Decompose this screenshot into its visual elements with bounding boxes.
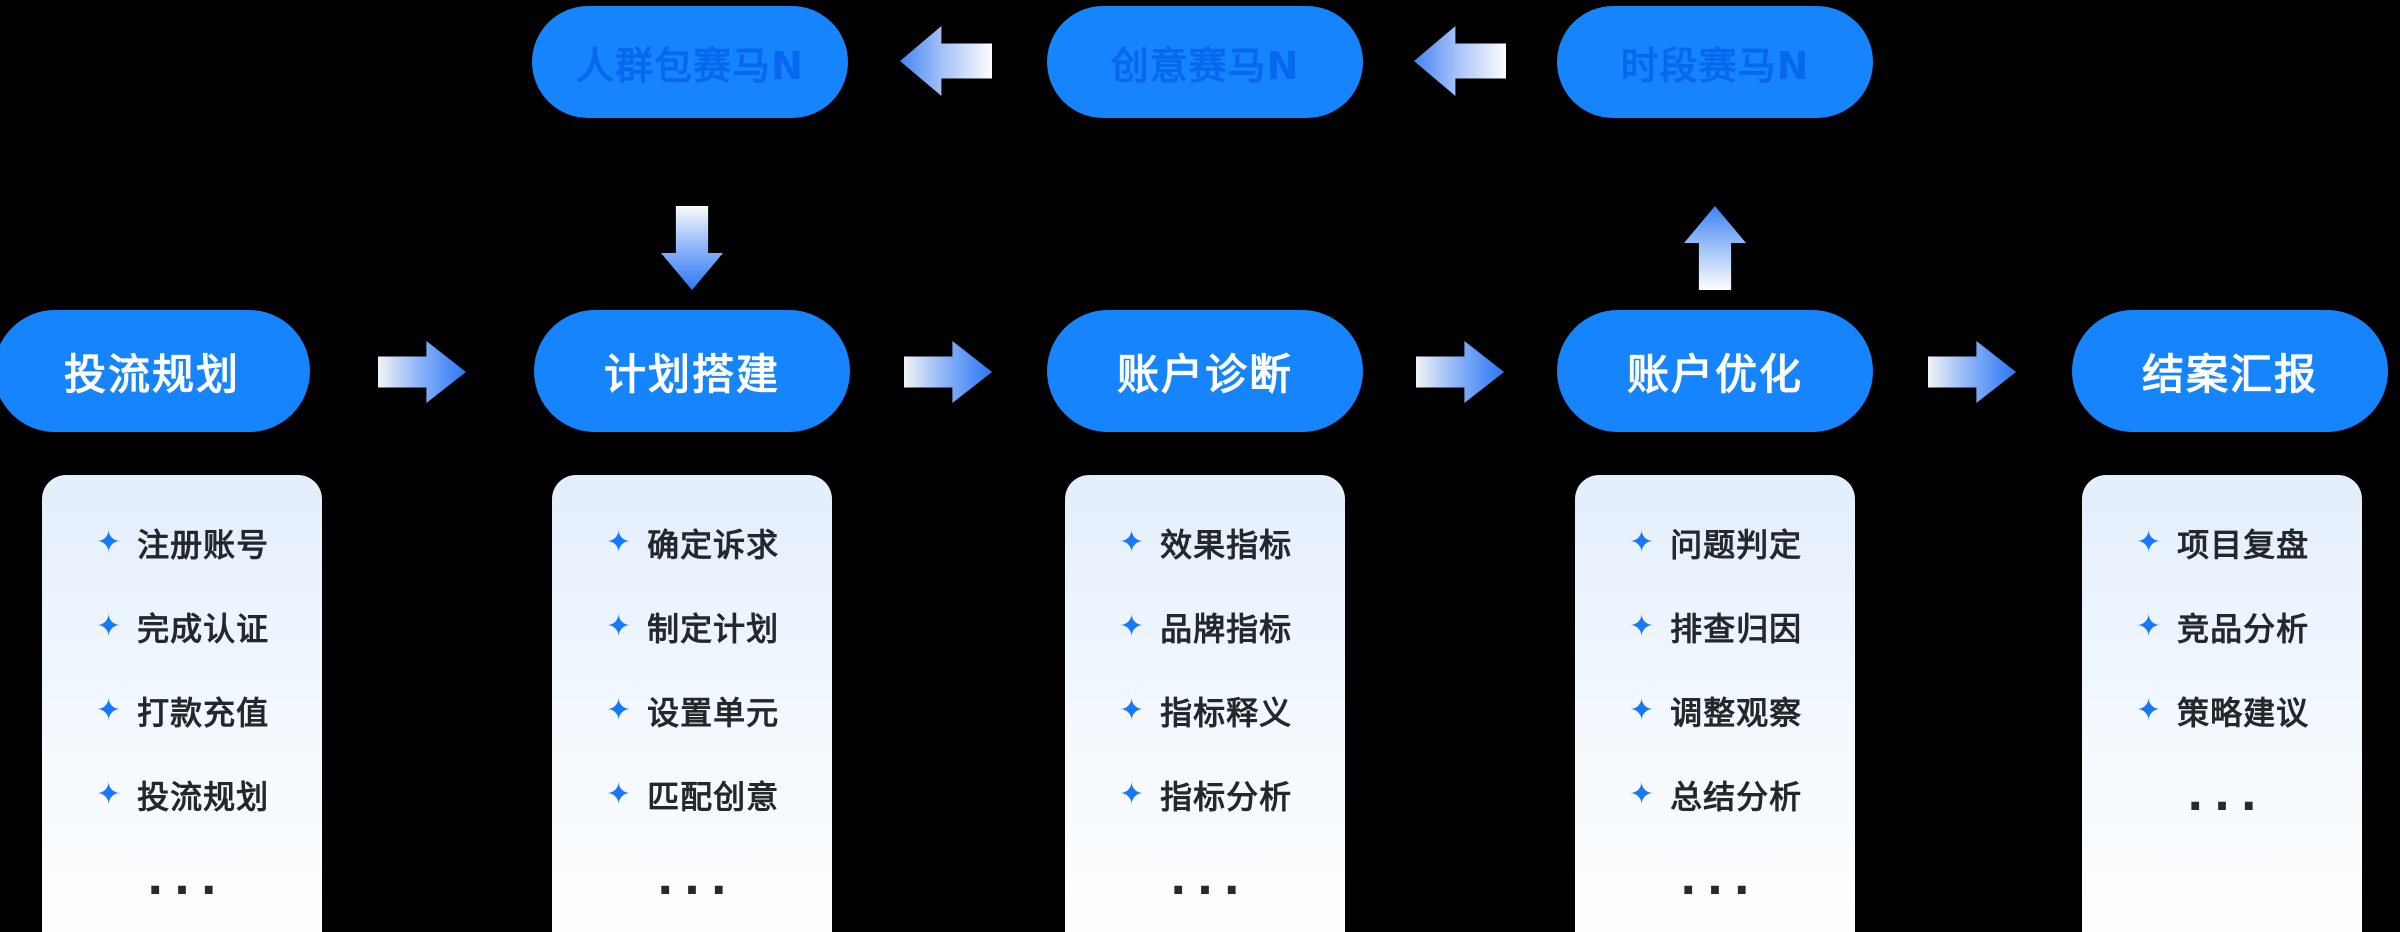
list-item: ✦ 设置单元 — [552, 669, 832, 753]
list-item-label: 确定诉求 — [647, 526, 780, 564]
diamond-bullet-icon: ✦ — [96, 525, 122, 560]
diamond-bullet-icon: ✦ — [606, 609, 632, 644]
list-item: ✦ 策略建议 — [2082, 669, 2362, 753]
list-item-label: 调整观察 — [1670, 694, 1803, 732]
node-timeslot-racing: 时段赛马N — [1557, 6, 1873, 118]
list-item-label: 打款充值 — [137, 694, 270, 732]
more-ellipsis: ... — [2186, 769, 2268, 821]
list-item-label: 策略建议 — [2177, 694, 2310, 732]
list-item: ✦ 完成认证 — [42, 585, 322, 669]
list-item: ✦ 注册账号 — [42, 501, 322, 585]
list-item: ✦ 打款充值 — [42, 669, 322, 753]
arrow-up-icon — [1684, 206, 1746, 290]
flow-arrow-right-icon-1 — [378, 341, 466, 403]
diamond-bullet-icon: ✦ — [1629, 609, 1655, 644]
list-item-label: 制定计划 — [647, 610, 780, 648]
card-account-optimization: ✦ 问题判定 ✦ 排查归因 ✦ 调整观察 ✦ 总结分析 ... — [1575, 475, 1855, 932]
list-item-label: 指标释义 — [1160, 694, 1293, 732]
diamond-bullet-icon: ✦ — [1629, 525, 1655, 560]
list-item: ✦ 总结分析 — [1575, 753, 1855, 837]
list-item-label: 设置单元 — [647, 694, 780, 732]
list-item-label: 投流规划 — [137, 778, 270, 816]
diamond-bullet-icon: ✦ — [606, 525, 632, 560]
node-audience-pack-racing: 人群包赛马N — [532, 6, 848, 118]
diamond-bullet-icon: ✦ — [2136, 609, 2162, 644]
diamond-bullet-icon: ✦ — [96, 777, 122, 812]
list-item-label: 项目复盘 — [2177, 526, 2310, 564]
flow-arrow-right-icon-4 — [1928, 341, 2016, 403]
list-item: ✦ 调整观察 — [1575, 669, 1855, 753]
card-final-report: ✦ 项目复盘 ✦ 竞品分析 ✦ 策略建议 ... — [2082, 475, 2362, 932]
list-item-label: 问题判定 — [1670, 526, 1803, 564]
diamond-bullet-icon: ✦ — [2136, 693, 2162, 728]
list-item: ✦ 竞品分析 — [2082, 585, 2362, 669]
diamond-bullet-icon: ✦ — [1119, 777, 1145, 812]
diamond-bullet-icon: ✦ — [606, 693, 632, 728]
list-item-label: 效果指标 — [1160, 526, 1293, 564]
arrow-down-icon — [661, 206, 723, 290]
stage-account-optimization: 账户优化 — [1557, 310, 1873, 432]
flow-arrow-right-icon-3 — [1416, 341, 1504, 403]
list-item-label: 匹配创意 — [647, 778, 780, 816]
stage-account-diagnosis: 账户诊断 — [1047, 310, 1363, 432]
more-ellipsis: ... — [1679, 853, 1761, 905]
list-item: ✦ 制定计划 — [552, 585, 832, 669]
list-item: ✦ 指标分析 — [1065, 753, 1345, 837]
list-item: ✦ 问题判定 — [1575, 501, 1855, 585]
diamond-bullet-icon: ✦ — [96, 609, 122, 644]
diamond-bullet-icon: ✦ — [1119, 693, 1145, 728]
list-item: ✦ 确定诉求 — [552, 501, 832, 585]
more-ellipsis: ... — [1169, 853, 1251, 905]
list-item: ✦ 匹配创意 — [552, 753, 832, 837]
list-item-label: 指标分析 — [1160, 778, 1293, 816]
diamond-bullet-icon: ✦ — [2136, 525, 2162, 560]
list-item: ✦ 项目复盘 — [2082, 501, 2362, 585]
list-item: ✦ 效果指标 — [1065, 501, 1345, 585]
diamond-bullet-icon: ✦ — [1119, 609, 1145, 644]
flow-arrow-right-icon-2 — [904, 341, 992, 403]
list-item-label: 完成认证 — [137, 610, 270, 648]
list-item-label: 品牌指标 — [1160, 610, 1293, 648]
diamond-bullet-icon: ✦ — [606, 777, 632, 812]
list-item-label: 总结分析 — [1670, 778, 1803, 816]
stage-investment-planning: 投流规划 — [0, 310, 310, 432]
feedback-arrow-left-icon-1 — [900, 26, 992, 96]
diamond-bullet-icon: ✦ — [96, 693, 122, 728]
list-item: ✦ 投流规划 — [42, 753, 322, 837]
list-item: ✦ 品牌指标 — [1065, 585, 1345, 669]
list-item-label: 竞品分析 — [2177, 610, 2310, 648]
stage-final-report: 结案汇报 — [2072, 310, 2388, 432]
diamond-bullet-icon: ✦ — [1629, 777, 1655, 812]
more-ellipsis: ... — [656, 853, 738, 905]
card-account-diagnosis: ✦ 效果指标 ✦ 品牌指标 ✦ 指标释义 ✦ 指标分析 ... — [1065, 475, 1345, 932]
list-item: ✦ 指标释义 — [1065, 669, 1345, 753]
more-ellipsis: ... — [146, 853, 228, 905]
card-investment-planning: ✦ 注册账号 ✦ 完成认证 ✦ 打款充值 ✦ 投流规划 ... — [42, 475, 322, 932]
diamond-bullet-icon: ✦ — [1119, 525, 1145, 560]
node-creative-racing: 创意赛马N — [1047, 6, 1363, 118]
diamond-bullet-icon: ✦ — [1629, 693, 1655, 728]
feedback-arrow-left-icon-2 — [1414, 26, 1506, 96]
card-campaign-setup: ✦ 确定诉求 ✦ 制定计划 ✦ 设置单元 ✦ 匹配创意 ... — [552, 475, 832, 932]
list-item: ✦ 排查归因 — [1575, 585, 1855, 669]
list-item-label: 注册账号 — [137, 526, 270, 564]
list-item-label: 排查归因 — [1670, 610, 1803, 648]
stage-campaign-setup: 计划搭建 — [534, 310, 850, 432]
